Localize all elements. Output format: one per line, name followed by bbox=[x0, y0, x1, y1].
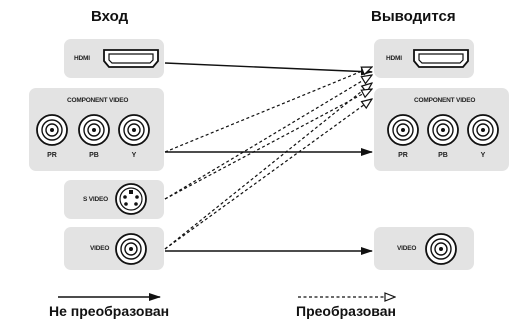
input-port-pr-label: PR bbox=[47, 152, 57, 159]
output-video-jack-icon bbox=[425, 233, 457, 265]
arrow-component-to-hdmi bbox=[164, 67, 372, 153]
input-component-jack-icon bbox=[36, 114, 150, 146]
input-port-y-label: Y bbox=[131, 152, 137, 159]
output-port-y-label: Y bbox=[480, 152, 486, 159]
output-hdmi-connector-icon bbox=[413, 49, 469, 68]
output-video-panel bbox=[374, 227, 474, 270]
input-component-title: COMPONENT VIDEO bbox=[67, 97, 129, 104]
arrow-svideo-to-component bbox=[164, 89, 372, 200]
input-svideo-connector-icon bbox=[115, 183, 147, 215]
input-heading: Вход bbox=[91, 8, 129, 25]
arrow-svideo-to-hdmi bbox=[164, 75, 372, 200]
arrow-video-to-hdmi bbox=[164, 83, 372, 250]
input-hdmi-connector-icon bbox=[103, 49, 159, 68]
input-port-pb-label: PB bbox=[89, 152, 99, 159]
input-hdmi-label: HDMI bbox=[74, 55, 90, 62]
output-heading: Выводится bbox=[371, 8, 456, 25]
output-hdmi-label: HDMI bbox=[386, 55, 402, 62]
output-port-pr-label: PR bbox=[398, 152, 408, 159]
legend-dashed-label: Преобразован bbox=[296, 303, 396, 319]
input-svideo-label: S VIDEO bbox=[83, 196, 108, 203]
arrow-video-to-component bbox=[164, 99, 372, 250]
output-component-title: COMPONENT VIDEO bbox=[414, 97, 476, 104]
output-video-label: VIDEO bbox=[397, 245, 417, 252]
output-component-jack-icon bbox=[387, 114, 499, 146]
input-svideo-panel bbox=[64, 180, 164, 219]
arrow-hdmi-to-hdmi bbox=[164, 62, 373, 76]
input-video-jack-icon bbox=[115, 233, 147, 265]
input-video-panel bbox=[64, 227, 164, 270]
output-port-pb-label: PB bbox=[438, 152, 448, 159]
input-video-label: VIDEO bbox=[90, 245, 110, 252]
legend-solid-label: Не преобразован bbox=[49, 303, 170, 319]
